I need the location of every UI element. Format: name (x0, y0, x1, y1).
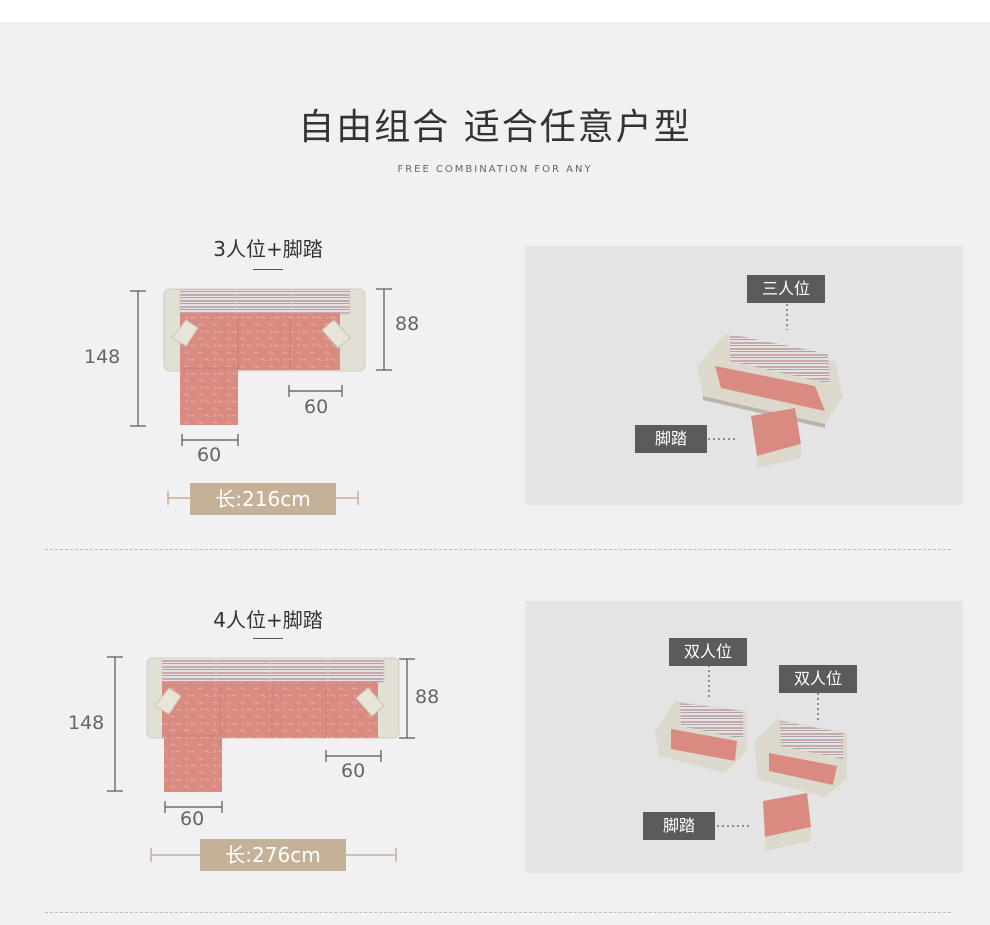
page-title: 自由组合 适合任意户型 (298, 107, 692, 148)
page-subtitle: FREE COMBINATION FOR ANY (397, 164, 593, 175)
section-divider (45, 912, 951, 913)
section-divider (45, 549, 951, 550)
dimension-chaise-width: 60 (197, 444, 222, 466)
section-underline (253, 269, 283, 270)
tag-two-seat-right: 双人位 (779, 665, 857, 693)
sofa-3d-illustration (655, 665, 847, 851)
product-photo-3-seat (525, 246, 963, 505)
length-label: 长:276cm (200, 839, 346, 871)
section-title-4-seat: 4人位+脚踏 (213, 608, 323, 632)
tag-footstool: 脚踏 (635, 425, 707, 453)
dimension-seat-width: 60 (341, 760, 366, 782)
dimension-chaise-width: 60 (180, 808, 205, 830)
dimension-back-depth: 88 (415, 686, 440, 708)
dimension-seat-width: 60 (304, 396, 329, 418)
dimension-back-depth: 88 (395, 313, 420, 335)
sofa-3d-illustration (697, 304, 843, 468)
section-underline (253, 638, 283, 639)
tag-footstool: 脚踏 (643, 812, 715, 840)
section-title-3-seat: 3人位+脚踏 (213, 237, 323, 261)
dimension-depth: 148 (68, 712, 105, 734)
tag-two-seat-left: 双人位 (669, 638, 747, 666)
tag-three-seat: 三人位 (747, 275, 825, 303)
length-label: 长:216cm (190, 483, 336, 515)
sofa-top-view-3-seat (163, 288, 366, 425)
sofa-top-view-4-seat (146, 657, 400, 792)
dimension-depth: 148 (84, 346, 121, 368)
